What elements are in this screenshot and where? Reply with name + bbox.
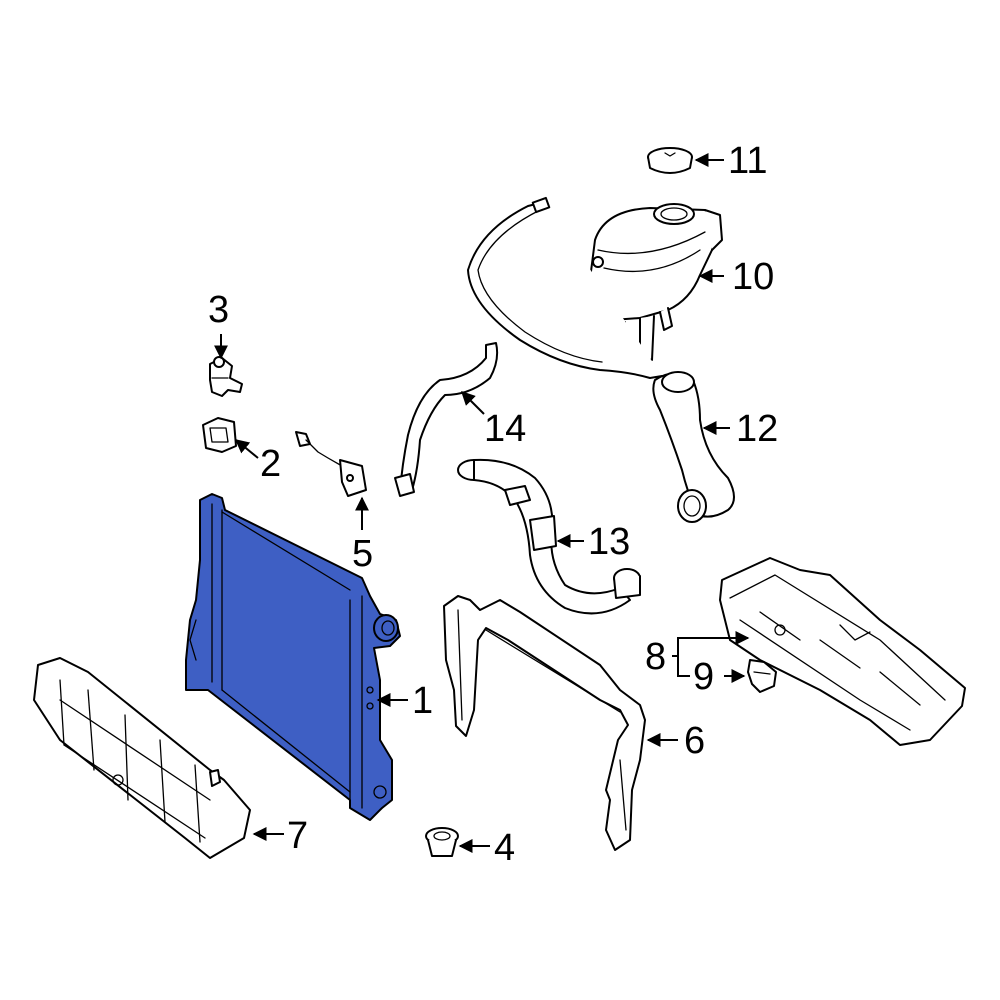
part-14-hose[interactable]	[394, 342, 499, 497]
part-6-support[interactable]	[443, 595, 646, 851]
part-3-clip[interactable]	[209, 356, 243, 397]
callout-8: 8	[645, 636, 666, 678]
callout-3: 3	[208, 289, 229, 331]
callout-10: 10	[732, 256, 774, 298]
callout-12: 12	[736, 408, 778, 450]
part-1-radiator[interactable]	[185, 493, 401, 821]
part-13-lower-hose[interactable]	[457, 458, 641, 615]
callout-11: 11	[728, 140, 767, 182]
callout-labels: 1 2 3 4 5 6 7 8 9 10 11 12 13 14	[208, 140, 778, 869]
callout-4: 4	[494, 827, 515, 869]
callout-14: 14	[484, 408, 526, 450]
callout-2: 2	[260, 443, 281, 485]
arrow-icon	[461, 391, 485, 415]
part-11-cap[interactable]	[647, 147, 693, 174]
part-2-bracket[interactable]	[202, 417, 237, 453]
leader-lines	[214, 153, 750, 853]
part-7-air-guide[interactable]	[33, 657, 251, 859]
part-9-clip[interactable]	[747, 659, 777, 693]
callout-5: 5	[352, 533, 373, 575]
callout-9: 9	[693, 656, 714, 698]
arrow-icon	[234, 439, 259, 459]
callout-7: 7	[287, 815, 308, 857]
part-5-sensor[interactable]	[295, 431, 367, 497]
part-4-grommet[interactable]	[425, 827, 459, 857]
callout-13: 13	[588, 521, 630, 563]
part-12-upper-hose[interactable]	[652, 371, 735, 523]
callout-6: 6	[684, 720, 705, 762]
part-8-panel[interactable]	[719, 557, 966, 746]
callout-1: 1	[412, 680, 433, 722]
part-14-hose-line[interactable]	[467, 196, 663, 379]
